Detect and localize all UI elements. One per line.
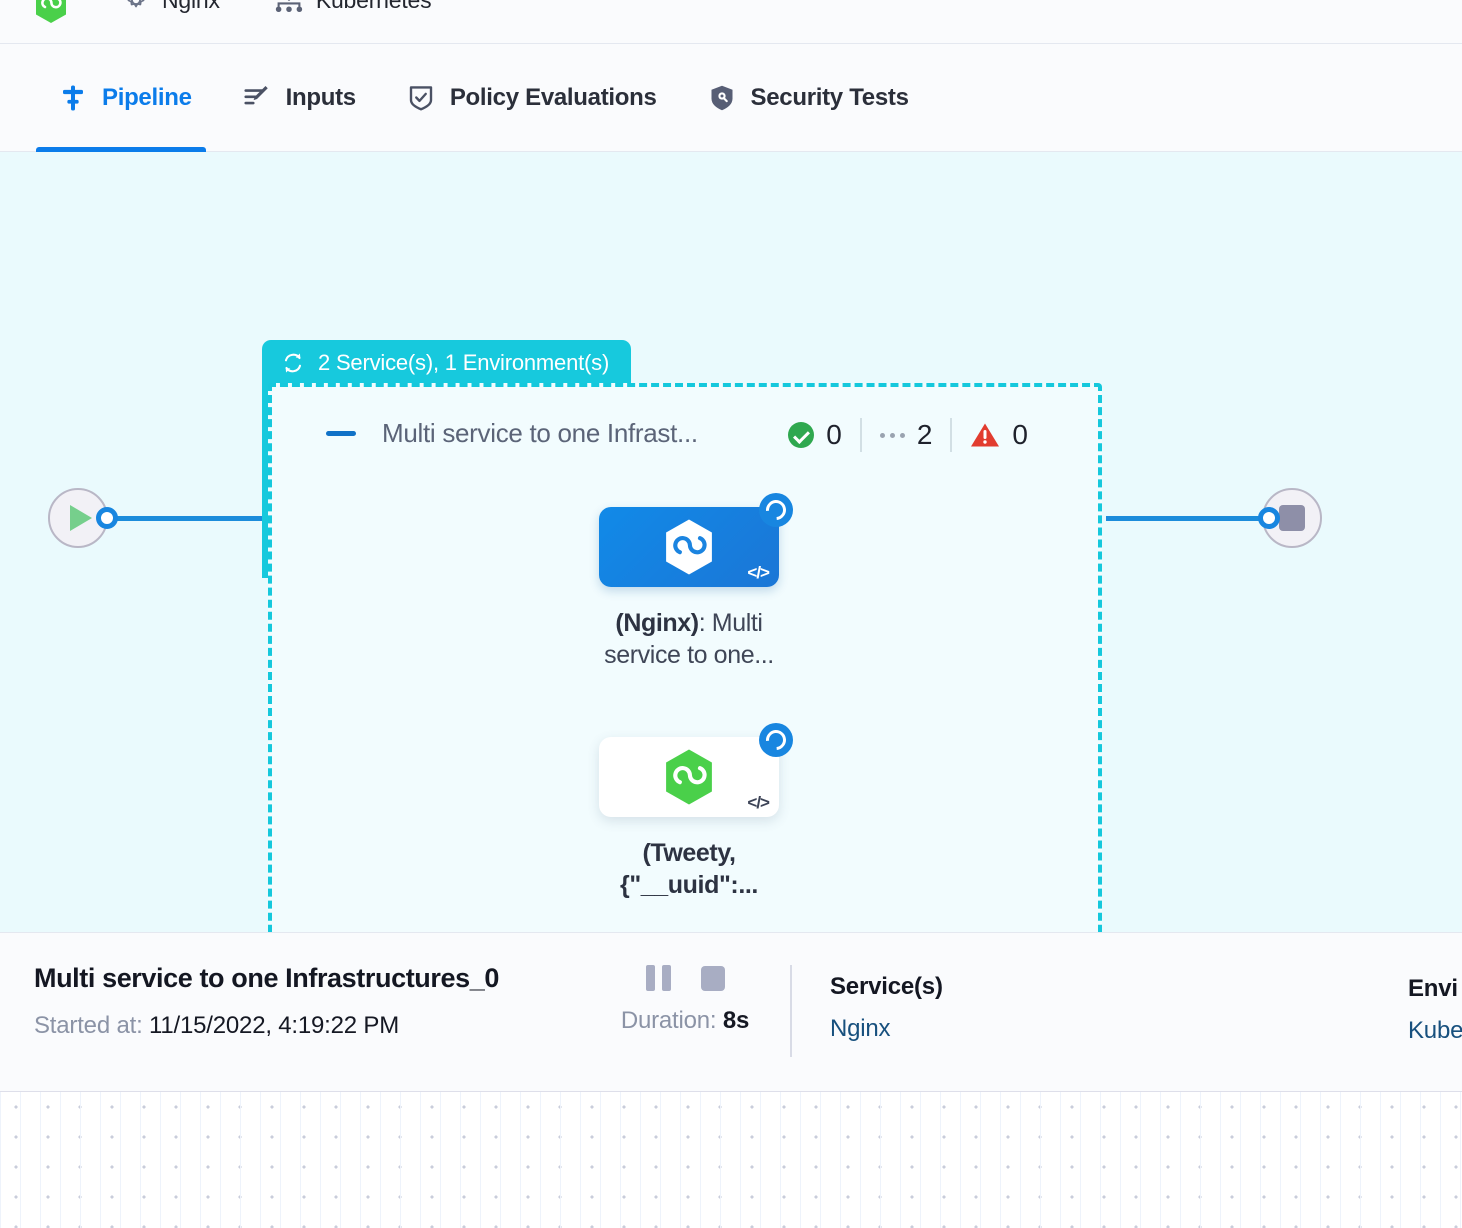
service-card-nginx[interactable]: </> (Nginx): Multi service to one...	[564, 493, 814, 671]
services-value[interactable]: Nginx	[830, 1015, 891, 1042]
policy-shield-check-icon	[409, 85, 433, 110]
counter-running: 2	[859, 418, 951, 452]
loop-repeat-icon	[284, 353, 302, 373]
group-status-counters: 0 2 0	[770, 415, 1046, 455]
service-card-nginx-desc: : Multi service to one...	[604, 609, 774, 669]
duration-text: Duration: 8s	[620, 1007, 750, 1035]
tab-inputs-label: Inputs	[285, 83, 357, 111]
services-column: Service(s) Nginx	[792, 963, 992, 1043]
service-card-nginx-caption: (Nginx): Multi service to one...	[579, 607, 799, 671]
code-icon[interactable]: </>	[747, 793, 770, 812]
hexagon-infinity-icon	[666, 749, 712, 805]
breadcrumb-service-label: Nginx	[162, 0, 220, 14]
spinner-running-icon	[759, 493, 793, 527]
duration-block: Duration: 8s	[580, 963, 790, 1035]
tab-pipeline[interactable]: Pipeline	[36, 44, 220, 152]
group-container[interactable]: Multi service to one Infrast... 0 2	[268, 383, 1102, 932]
execution-controls	[645, 965, 725, 991]
spinner-running-icon	[759, 723, 793, 757]
stop-icon[interactable]	[700, 965, 725, 991]
stop-icon	[1279, 505, 1305, 531]
environments-column: Envi Kube	[1408, 975, 1462, 1045]
started-at-label: Started at:	[34, 1012, 143, 1039]
success-check-icon	[788, 422, 815, 448]
breadcrumb-logo	[34, 0, 68, 24]
warning-triangle-icon	[971, 423, 1000, 447]
service-card-tweety-caption: (Tweety, {"__uuid":...	[620, 839, 758, 899]
pipeline-icon	[63, 85, 83, 110]
environments-value[interactable]: Kube	[1408, 1017, 1462, 1044]
minus-collapse-icon[interactable]	[326, 430, 356, 436]
started-at: Started at: 11/15/2022, 4:19:22 PM	[34, 1012, 580, 1040]
tab-policy-evaluations[interactable]: Policy Evaluations	[384, 44, 685, 152]
green-hexagon-logo-icon	[36, 0, 66, 23]
group-title: Multi service to one Infrast...	[382, 417, 698, 448]
start-node-port[interactable]	[96, 507, 118, 529]
breadcrumb-item-environment[interactable]: Kubernetes	[274, 0, 432, 14]
started-at-value: 11/15/2022, 4:19:22 PM	[149, 1012, 400, 1039]
service-card-nginx-tile[interactable]: </>	[599, 493, 793, 587]
tab-security-tests[interactable]: Security Tests	[685, 44, 937, 152]
pipeline-canvas[interactable]: 2 Service(s), 1 Environment(s) Multi ser…	[0, 152, 1462, 932]
environments-heading: Envi	[1408, 975, 1458, 1002]
breadcrumb-strip: Nginx Kubernetes	[0, 0, 1462, 44]
gear-icon	[127, 0, 145, 8]
counter-success: 0	[770, 418, 860, 452]
counter-success-value: 0	[826, 419, 842, 450]
group-badge[interactable]: 2 Service(s), 1 Environment(s)	[262, 340, 632, 386]
tab-inputs[interactable]: Inputs	[220, 44, 384, 152]
tab-bar: Pipeline Inputs Policy Evaluations	[0, 44, 1462, 152]
play-icon	[70, 505, 92, 531]
execution-detail-panel: Multi service to one Infrastructures_0 S…	[0, 932, 1462, 1092]
duration-value: 8s	[722, 1007, 750, 1034]
group-header: Multi service to one Infrast...	[272, 387, 1106, 479]
security-shield-icon	[711, 85, 733, 110]
counter-failed-value: 0	[1012, 419, 1028, 450]
tab-pipeline-label: Pipeline	[102, 83, 192, 111]
detail-divider	[790, 965, 792, 1057]
services-heading: Service(s)	[830, 973, 943, 1000]
pause-icon[interactable]	[645, 965, 671, 991]
breadcrumb-environment-label: Kubernetes	[316, 0, 432, 14]
service-card-tweety[interactable]: </> (Tweety, {"__uuid":...	[564, 723, 814, 901]
breadcrumb-item-service[interactable]: Nginx	[122, 0, 220, 14]
grid-background	[0, 1092, 1462, 1228]
tab-security-tests-label: Security Tests	[750, 83, 909, 111]
running-dots-icon	[879, 432, 905, 438]
end-node-port[interactable]	[1258, 507, 1280, 529]
detail-identity: Multi service to one Infrastructures_0 S…	[0, 963, 580, 1040]
group-badge-label: 2 Service(s), 1 Environment(s)	[318, 350, 610, 375]
counter-failed: 0	[950, 418, 1046, 452]
hexagon-infinity-icon	[666, 519, 712, 575]
end-node[interactable]	[1262, 488, 1322, 548]
inputs-icon	[244, 85, 268, 104]
edge-start-to-group	[110, 516, 266, 521]
tab-policy-evaluations-label: Policy Evaluations	[449, 83, 657, 111]
counter-running-value: 2	[916, 419, 933, 450]
infrastructure-icon	[275, 0, 302, 13]
edge-group-to-end	[1106, 516, 1270, 521]
service-card-nginx-name: (Nginx)	[615, 609, 699, 637]
duration-label: Duration:	[620, 1007, 717, 1034]
code-icon[interactable]: </>	[747, 563, 770, 582]
service-card-tweety-tile[interactable]: </>	[599, 723, 793, 817]
page-title: Multi service to one Infrastructures_0	[34, 963, 499, 993]
